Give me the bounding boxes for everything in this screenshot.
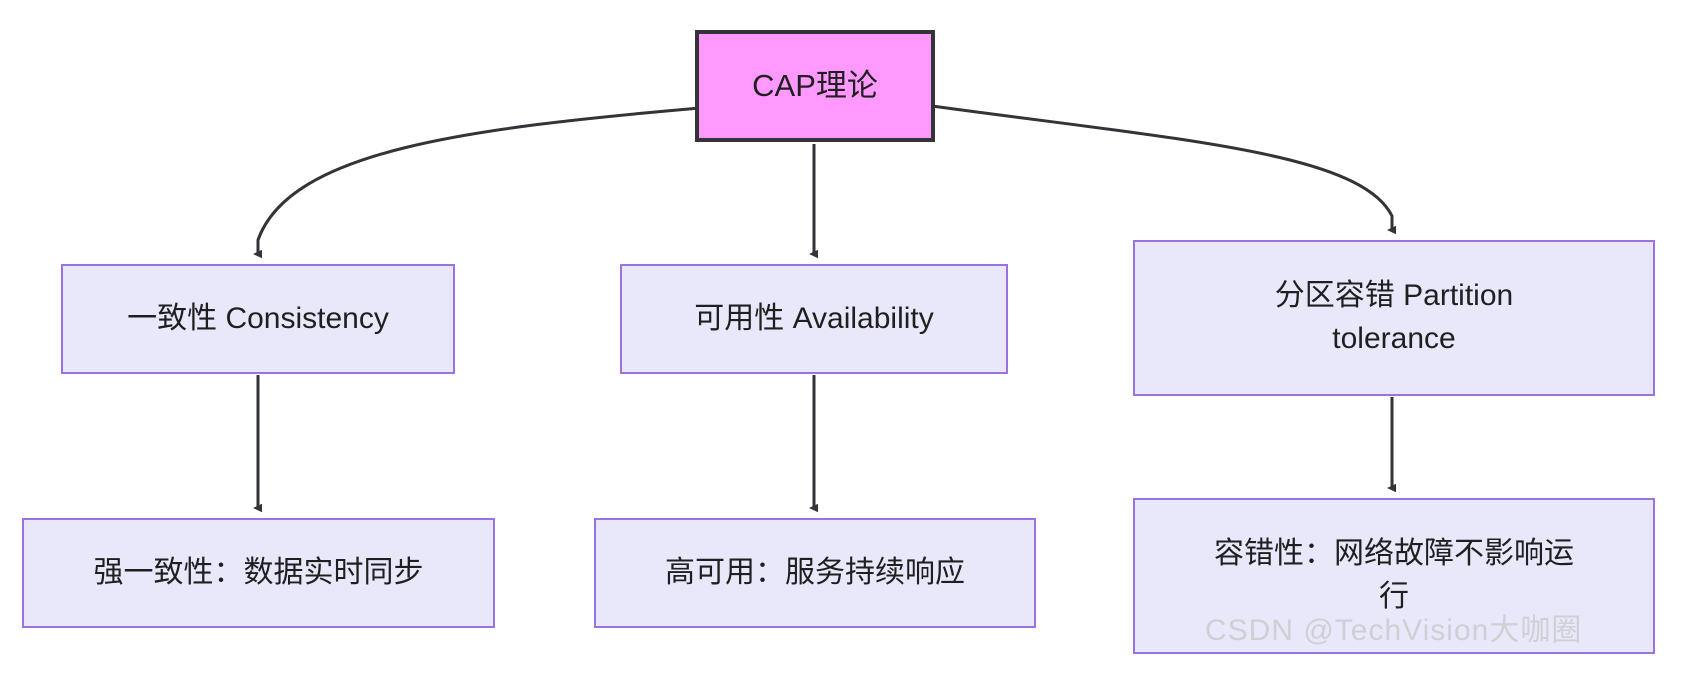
edge-root-to-consistency: [253, 106, 701, 259]
node-availability[interactable]: 可用性 Availability: [620, 264, 1008, 374]
node-consistency-label: 一致性 Consistency: [127, 301, 389, 335]
csdn-watermark: CSDN @TechVision大咖圈: [1205, 614, 1583, 647]
node-strong-consistency-label: 强一致性：数据实时同步: [93, 555, 424, 589]
node-high-availability-label: 高可用：服务持续响应: [665, 555, 965, 589]
node-fault-tolerance-label: 容错性：网络故障不影响运 行: [1214, 537, 1574, 613]
node-partition-tolerance-label: 分区容错 Partition tolerance: [1274, 279, 1514, 355]
node-high-availability[interactable]: 高可用：服务持续响应: [594, 518, 1036, 628]
node-fault-tolerance[interactable]: 容错性：网络故障不影响运 行: [1133, 498, 1655, 654]
node-consistency[interactable]: 一致性 Consistency: [61, 264, 455, 374]
node-strong-consistency[interactable]: 强一致性：数据实时同步: [22, 518, 495, 628]
edge-root-to-partition: [931, 104, 1396, 235]
node-cap-theory[interactable]: CAP理论: [695, 30, 935, 142]
node-cap-theory-label: CAP理论: [752, 67, 878, 103]
node-availability-label: 可用性 Availability: [694, 301, 934, 335]
node-partition-tolerance[interactable]: 分区容错 Partition tolerance: [1133, 240, 1655, 396]
